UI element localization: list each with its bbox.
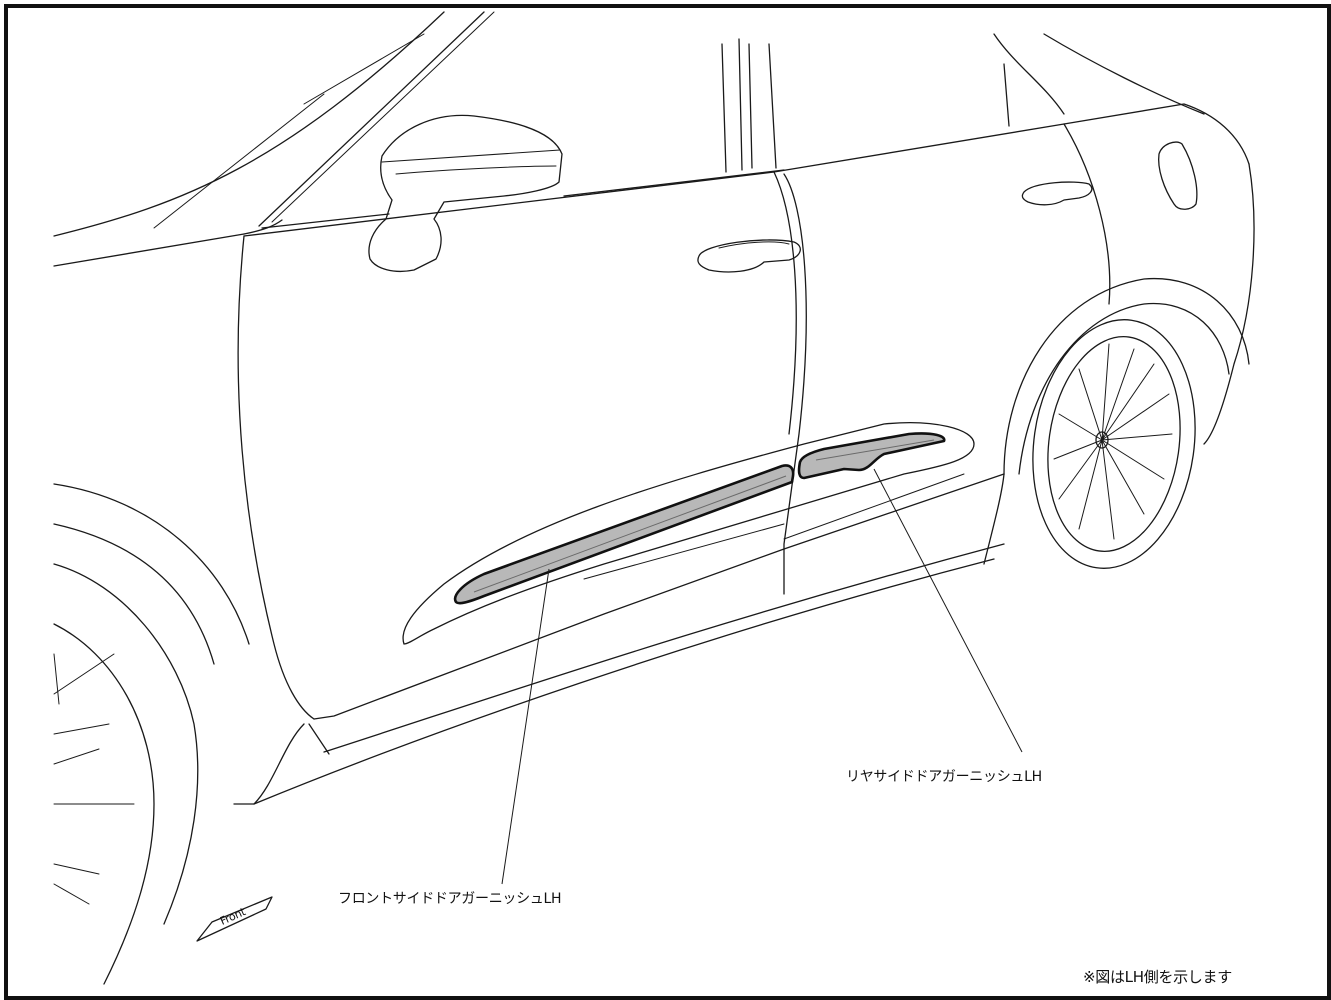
front-garnish-label: フロントサイドドアガーニッシュLH [338,891,562,907]
windshield-edge [53,11,445,237]
fuel-lid [1158,141,1198,210]
car-side-illustration [53,11,1255,985]
belt-line [243,123,1065,237]
rear-garnish-leader [873,468,1023,753]
rear-wheel-arch [1003,277,1250,475]
front-garnish-leader [501,568,550,885]
front-wheel-arch [53,483,250,645]
figure-frame: リヤサイドドアガーニッシュLH フロントサイドドアガーニッシュLH ※図はLH側… [4,4,1331,1000]
front-direction-arrow [196,896,273,942]
rear-door-handle [1021,181,1093,206]
a-pillar [258,11,485,227]
rear-wheel [1032,319,1196,569]
front-wheel [53,653,135,905]
front-door-handle [697,239,801,273]
side-mirror [368,114,563,273]
front-side-door-garnish [453,464,795,605]
front-door-outline [237,235,315,720]
lower-body-line [402,422,975,645]
lh-side-note: ※図はLH側を示します [1083,968,1232,986]
rear-garnish-label: リヤサイドドアガーニッシュLH [846,769,1042,785]
